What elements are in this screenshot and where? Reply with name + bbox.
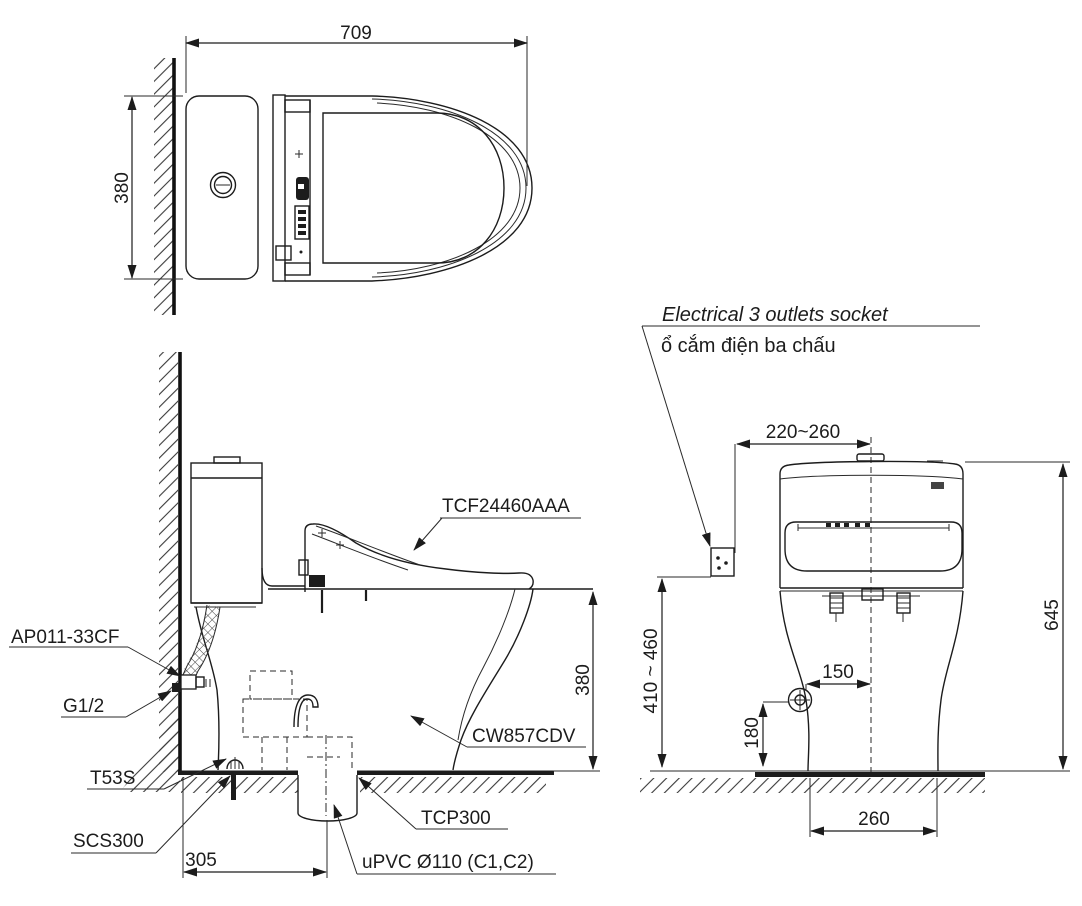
dim-side-drain-offset-label: 305 — [185, 850, 217, 871]
dim-rear-socket-height: 410 ~ 460 — [641, 576, 711, 768]
label-supply-thread: G1/2 — [61, 690, 172, 718]
side-view: 380 305 TCF24460AAA AP011-33CF G1/2 T53S — [9, 352, 600, 878]
part-floor-flange-label: SCS300 — [73, 831, 144, 852]
dim-rear-supply-height-label: 180 — [742, 717, 763, 749]
refill-tube — [293, 694, 319, 728]
side-control-panel-icon — [275, 150, 310, 261]
dim-side-seat-height: 380 — [573, 591, 598, 770]
dim-rear-base-width-label: 260 — [858, 809, 890, 830]
floor-fixing-graphic — [226, 757, 244, 770]
note-en-label: Electrical 3 outlets socket — [662, 304, 889, 326]
trapway-dashed — [242, 670, 353, 816]
dim-side-seat-height-label: 380 — [573, 664, 594, 696]
dim-rear-socket-offset-label: 220~260 — [766, 422, 841, 443]
corner-hatch — [120, 712, 180, 792]
dim-rear-total-height-label: 645 — [1042, 599, 1063, 631]
floor-rear-view — [640, 770, 1070, 793]
water-hoses — [829, 592, 911, 622]
tank-side-view — [190, 456, 305, 608]
rear-view: Electrical 3 outlets socket ổ cắm điện b… — [640, 304, 1070, 837]
label-bowl: CW857CDV — [410, 715, 586, 748]
dim-top-depth: 380 — [112, 95, 183, 280]
dim-top-width-label: 709 — [340, 23, 372, 44]
seat-lid-top-view — [272, 94, 533, 282]
top-view: 709 380 — [112, 23, 533, 315]
label-floor-fixing: T53S — [87, 758, 227, 790]
brand-logo — [931, 482, 944, 489]
flush-button-icon — [209, 171, 237, 199]
washlet-side-view — [268, 523, 593, 613]
dim-rear-supply-height: 180 — [742, 701, 788, 767]
drain-pipe-graphic — [297, 775, 358, 822]
dim-rear-socket-height-label: 410 ~ 460 — [641, 628, 662, 713]
part-bowl-label: CW857CDV — [472, 726, 576, 747]
inlet-hose-graphic — [181, 604, 221, 683]
tank-rear-view — [779, 453, 964, 588]
label-drain-pipe: uPVC Ø110 (C1,C2) — [333, 804, 556, 875]
part-floor-fixing-label: T53S — [90, 768, 135, 789]
label-inlet-hose: AP011-33CF — [9, 627, 181, 677]
dim-rear-supply-offset: 150 — [805, 662, 871, 691]
note-electrical-socket: Electrical 3 outlets socket ổ cắm điện b… — [641, 304, 980, 547]
floor-side-view — [178, 770, 600, 793]
wall-supply-fitting — [172, 674, 211, 692]
hinge-plus-icon — [318, 529, 344, 549]
dim-top-depth-label: 380 — [112, 172, 133, 204]
label-washlet: TCF24460AAA — [413, 496, 581, 551]
tank-top-view — [185, 95, 259, 280]
note-vi-label: ổ cắm điện ba chấu — [661, 334, 836, 357]
dim-side-drain-offset: 305 — [182, 777, 328, 878]
part-supply-thread-label: G1/2 — [63, 696, 104, 717]
dim-rear-supply-offset-label: 150 — [822, 662, 854, 683]
part-washlet-label: TCF24460AAA — [442, 496, 570, 517]
part-drain-pipe-label: uPVC Ø110 (C1,C2) — [362, 852, 534, 873]
wall-hatch-side-view — [159, 352, 178, 772]
body-rear-view — [779, 587, 964, 772]
wall-hatch-top-view — [154, 58, 173, 315]
floor-flange-mark — [231, 772, 236, 800]
dim-rear-base-width: 260 — [809, 778, 938, 837]
dim-top-width: 709 — [185, 23, 528, 186]
label-floor-flange: SCS300 — [71, 775, 231, 854]
hinge-damper — [309, 575, 325, 587]
part-drain-adapter-label: TCP300 — [421, 808, 491, 829]
socket-box-icon — [710, 547, 735, 577]
supply-point-icon — [787, 687, 813, 713]
part-inlet-hose-label: AP011-33CF — [11, 627, 119, 648]
label-drain-adapter: TCP300 — [358, 777, 508, 830]
dim-rear-total-height: 645 — [965, 461, 1070, 770]
dim-rear-socket-offset: 220~260 — [734, 422, 871, 553]
washlet-rear-view — [784, 521, 963, 572]
